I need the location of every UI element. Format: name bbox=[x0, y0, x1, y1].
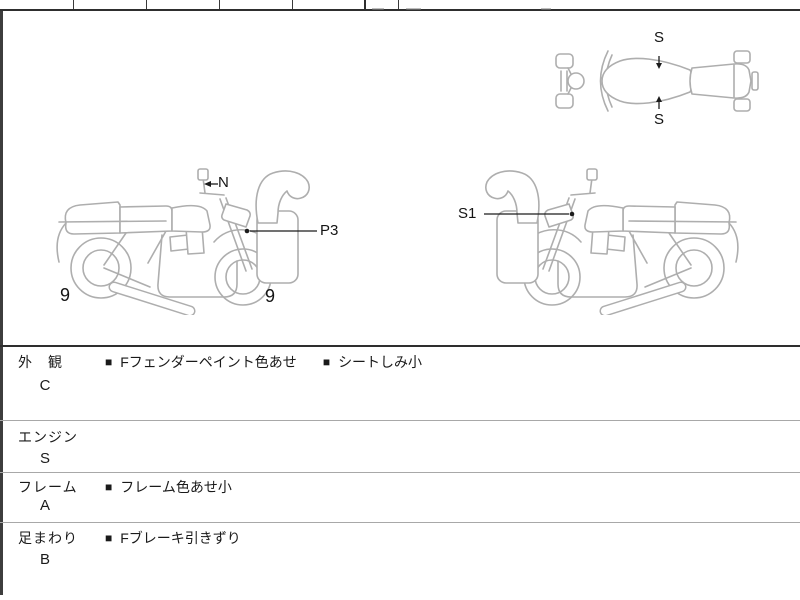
wheel-grade-left-rear: 9 bbox=[60, 285, 71, 305]
square-bullet-icon: ■ bbox=[105, 355, 113, 369]
square-bullet-icon: ■ bbox=[105, 531, 113, 545]
header-cell-divider bbox=[364, 0, 366, 9]
table-row-frame: フレーム A ■ フレーム色あせ小 bbox=[0, 472, 800, 522]
annotation-label-n: N bbox=[218, 174, 229, 191]
cropped-text-fragment bbox=[541, 3, 551, 10]
row-divider bbox=[0, 420, 800, 421]
defect-text: シートしみ小 bbox=[338, 354, 423, 370]
annotation-label-s-bottom: S bbox=[653, 111, 664, 128]
defect-item: ■ フレーム色あせ小 bbox=[105, 477, 232, 497]
defect-text: フレーム色あせ小 bbox=[120, 479, 232, 495]
annotation-label-p3: P3 bbox=[320, 222, 339, 239]
cropped-header-row bbox=[0, 0, 800, 11]
grade-value: A bbox=[39, 497, 50, 514]
table-row-exterior: 外 観 C ■ Fフェンダーペイント色あせ ■ シートしみ小 bbox=[0, 347, 800, 420]
defect-items: ■ フレーム色あせ小 bbox=[105, 477, 232, 497]
header-cell-divider bbox=[146, 0, 147, 9]
category-label: 外 観 bbox=[18, 354, 63, 370]
square-bullet-icon: ■ bbox=[322, 355, 331, 369]
wheel-grade-left-front: 9 bbox=[265, 286, 276, 306]
defect-item: ■ Fブレーキ引きずり bbox=[105, 528, 241, 548]
grade-value: C bbox=[39, 377, 51, 394]
defect-items: ■ Fブレーキ引きずり bbox=[105, 528, 241, 548]
row-divider bbox=[0, 522, 800, 523]
table-row-undercarriage: 足まわり B ■ Fブレーキ引きずり bbox=[0, 522, 800, 595]
header-cell-divider bbox=[398, 0, 399, 9]
cropped-text-fragment bbox=[372, 3, 384, 10]
category-label: 足まわり bbox=[18, 530, 78, 546]
annotation-label-s1: S1 bbox=[458, 205, 477, 222]
square-bullet-icon: ■ bbox=[105, 480, 113, 494]
header-cell-divider bbox=[292, 0, 293, 9]
defect-items: ■ Fフェンダーペイント色あせ ■ シートしみ小 bbox=[105, 352, 422, 372]
table-row-engine: エンジン S bbox=[0, 420, 800, 472]
row-divider bbox=[0, 472, 800, 473]
category-label: フレーム bbox=[18, 479, 78, 495]
grade-value: B bbox=[39, 551, 50, 568]
cropped-text-fragment bbox=[406, 3, 421, 10]
header-cell-divider bbox=[219, 0, 220, 9]
defect-text: Fブレーキ引きずり bbox=[120, 530, 241, 546]
annotation-label-s-top: S bbox=[653, 29, 664, 46]
defect-text: Fフェンダーペイント色あせ bbox=[120, 354, 297, 370]
grade-value: S bbox=[39, 450, 50, 467]
frame-right-border bbox=[0, 0, 3, 595]
table-top-border bbox=[0, 345, 800, 347]
header-cell-divider bbox=[73, 0, 74, 9]
defect-item: ■ Fフェンダーペイント色あせ bbox=[105, 352, 297, 372]
category-label: エンジン bbox=[18, 429, 78, 445]
defect-item: ■ シートしみ小 bbox=[323, 352, 422, 372]
